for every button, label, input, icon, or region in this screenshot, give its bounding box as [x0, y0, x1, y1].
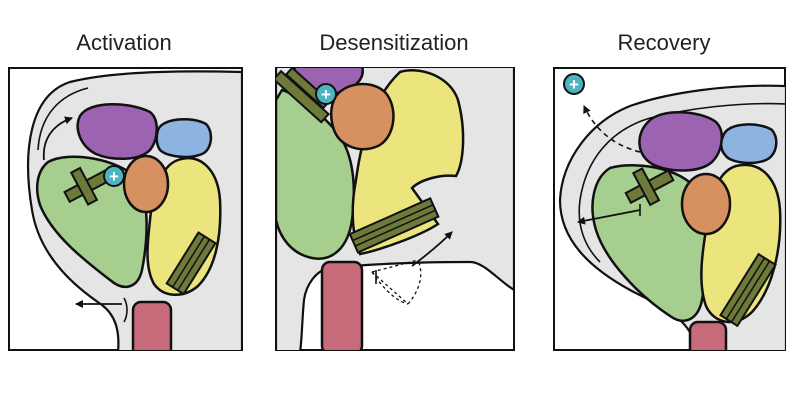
purple-domain [76, 103, 158, 160]
desensitization-panel: + [275, 67, 515, 351]
ion-plus: + [569, 75, 579, 94]
activation-title: Activation [76, 30, 172, 55]
recovery-title: Recovery [617, 30, 711, 55]
stalk [688, 320, 728, 350]
desensitization-arrow [411, 231, 453, 267]
desensitization-title: Desensitization [319, 30, 469, 55]
inner-contour-line [578, 102, 785, 263]
purple-domain [638, 111, 724, 172]
recovery-arrow [577, 209, 641, 225]
v-motif [63, 166, 112, 206]
ion-exit-dashed-arrow [583, 105, 641, 153]
activation-panel: + [8, 67, 243, 351]
inner-contour-line [37, 87, 89, 151]
ion-icon [103, 165, 125, 187]
swing-indicator [371, 231, 453, 305]
orange-domain [330, 82, 395, 151]
ion-icon [315, 83, 337, 105]
v-motif [624, 167, 675, 207]
blue-domain [720, 123, 778, 165]
ion-plus: + [321, 85, 331, 104]
ion-plus: + [109, 167, 119, 186]
activation-arrow-up [42, 116, 73, 161]
stripe-block [348, 197, 440, 254]
ion-icon [563, 73, 585, 95]
blue-domain [155, 117, 213, 159]
stripe-block [165, 231, 217, 296]
green-domain [36, 155, 148, 289]
recovery-panel: + [553, 67, 786, 351]
stalk [320, 260, 364, 350]
orange-domain [122, 154, 170, 214]
activation-arrow-tick [123, 297, 128, 323]
stalk [131, 300, 173, 350]
stripe-block [719, 252, 777, 328]
orange-domain [680, 172, 732, 236]
